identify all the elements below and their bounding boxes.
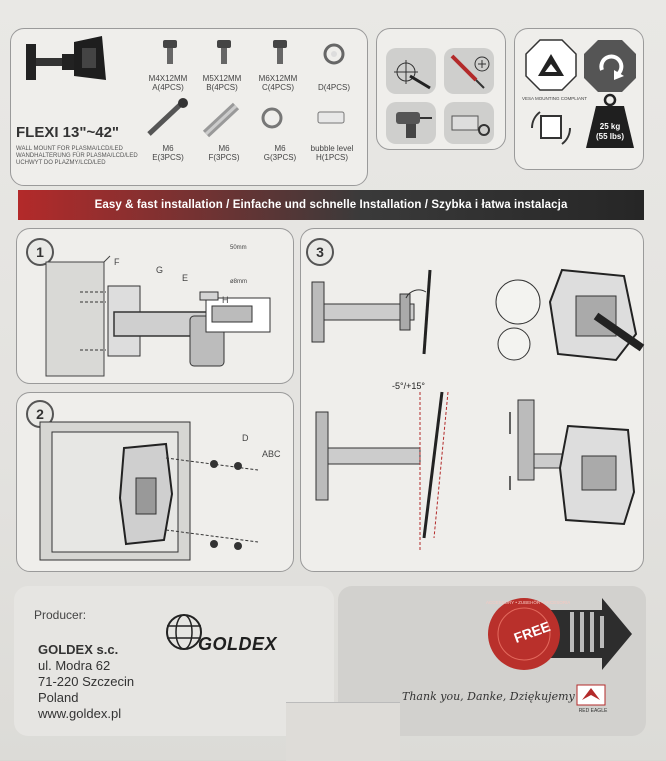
weight-kg: 25 kg: [599, 122, 621, 131]
step-1-label-h: H: [222, 295, 229, 305]
box-flap: [286, 702, 400, 761]
part-e-name: M6: [162, 144, 174, 153]
step-2-diagram: [39, 421, 259, 561]
step-3-number: 3: [306, 238, 334, 266]
drill-depth: 50mm: [230, 245, 247, 251]
installation-banner: Easy & fast installation / Einfache und …: [18, 190, 644, 220]
part-b-qty: B(4PCS): [206, 83, 238, 92]
recycle-icon: [584, 40, 636, 92]
part-a-qty: A(4PCS): [152, 83, 184, 92]
part-b-name: M5X12MM: [202, 74, 242, 83]
red-eagle-text: RED EAGLE: [578, 708, 608, 714]
part-h-qty: H(1PCS): [315, 153, 348, 162]
goldex-globe-logo-icon: [166, 614, 202, 650]
product-desc-1: WALL MOUNT FOR PLASMA/LCD/LED: [16, 146, 123, 152]
tilt-range: -5°/+15°: [392, 381, 425, 391]
producer-street: ul. Modra 62: [38, 658, 111, 673]
part-c-name: M6X12MM: [258, 74, 298, 83]
weight-lbs: (55 lbs): [595, 132, 624, 141]
step-1-number: 1: [26, 238, 54, 266]
step-3-diagram: [311, 268, 645, 552]
washer-g-icon: [261, 107, 283, 129]
part-h-name: bubble level: [310, 144, 354, 153]
part-f-name: M6: [218, 144, 230, 153]
part-f-qty: F(3PCS): [208, 153, 240, 162]
producer-panel: [14, 586, 334, 736]
pencil-target-icon: [394, 60, 431, 90]
step-2-label-abc: ABC: [262, 449, 281, 459]
wall-mount-icon: [26, 36, 106, 80]
screw-a-icon: [163, 40, 177, 64]
tv-mount-rotation-icon: [531, 111, 571, 145]
screwdriver-icon: [450, 54, 490, 89]
step-1-label-g: G: [156, 265, 164, 275]
producer-company: GOLDEX s.c.: [38, 642, 119, 657]
producer-web: www.goldex.pl: [38, 706, 122, 721]
wrench-icon: [451, 115, 490, 136]
step-2-label-d: D: [242, 433, 249, 443]
drill-icon: [396, 112, 432, 138]
part-a-name: M4X12MM: [148, 74, 188, 83]
bubble-level-h-icon: [317, 111, 345, 124]
anchor-bolt-e-icon: [147, 98, 188, 136]
free-arc-text: ACCESSORY • ZUBEHÖR • AKCESORIA: [486, 600, 570, 605]
part-c-qty: C(4PCS): [261, 83, 294, 92]
step-1-label-e: E: [182, 273, 189, 283]
producer-country: Poland: [38, 690, 79, 705]
step-1-diagram: [45, 255, 271, 377]
product-desc-3: UCHWYT DO PLAZMY/LCD/LED: [16, 160, 106, 166]
producer-city: 71-220 Szczecin: [38, 674, 135, 689]
part-e-qty: E(3PCS): [152, 153, 184, 162]
free-accessory-badge-icon: [488, 598, 632, 670]
part-g-name: M6: [274, 144, 286, 153]
part-g-qty: G(3PCS): [263, 153, 297, 162]
vesa-compliant-icon: [525, 39, 577, 91]
product-name: FLEXI 13"~42": [16, 124, 120, 141]
step-1-label-f: F: [114, 257, 120, 267]
drill-diameter: ø8mm: [230, 279, 247, 285]
thanks-text: Thank you, Danke, Dziękujemy: [402, 690, 575, 703]
washer-d-icon: [323, 43, 345, 65]
wall-plug-f-icon: [202, 102, 240, 138]
goldex-logo-text: GOLDEX: [198, 634, 278, 654]
part-d-qty: D(4PCS): [317, 83, 350, 92]
vesa-label: VESA MOUNTING COMPLIANT: [522, 96, 588, 101]
screw-b-icon: [217, 40, 231, 64]
product-desc-2: WANDHALTERUNG FÜR PLASMA/LCD/LED: [16, 153, 138, 159]
weight-icon: [586, 93, 634, 148]
red-eagle-logo-icon: [576, 684, 606, 706]
screw-c-icon: [273, 40, 287, 64]
producer-label: Producer:: [34, 608, 87, 622]
